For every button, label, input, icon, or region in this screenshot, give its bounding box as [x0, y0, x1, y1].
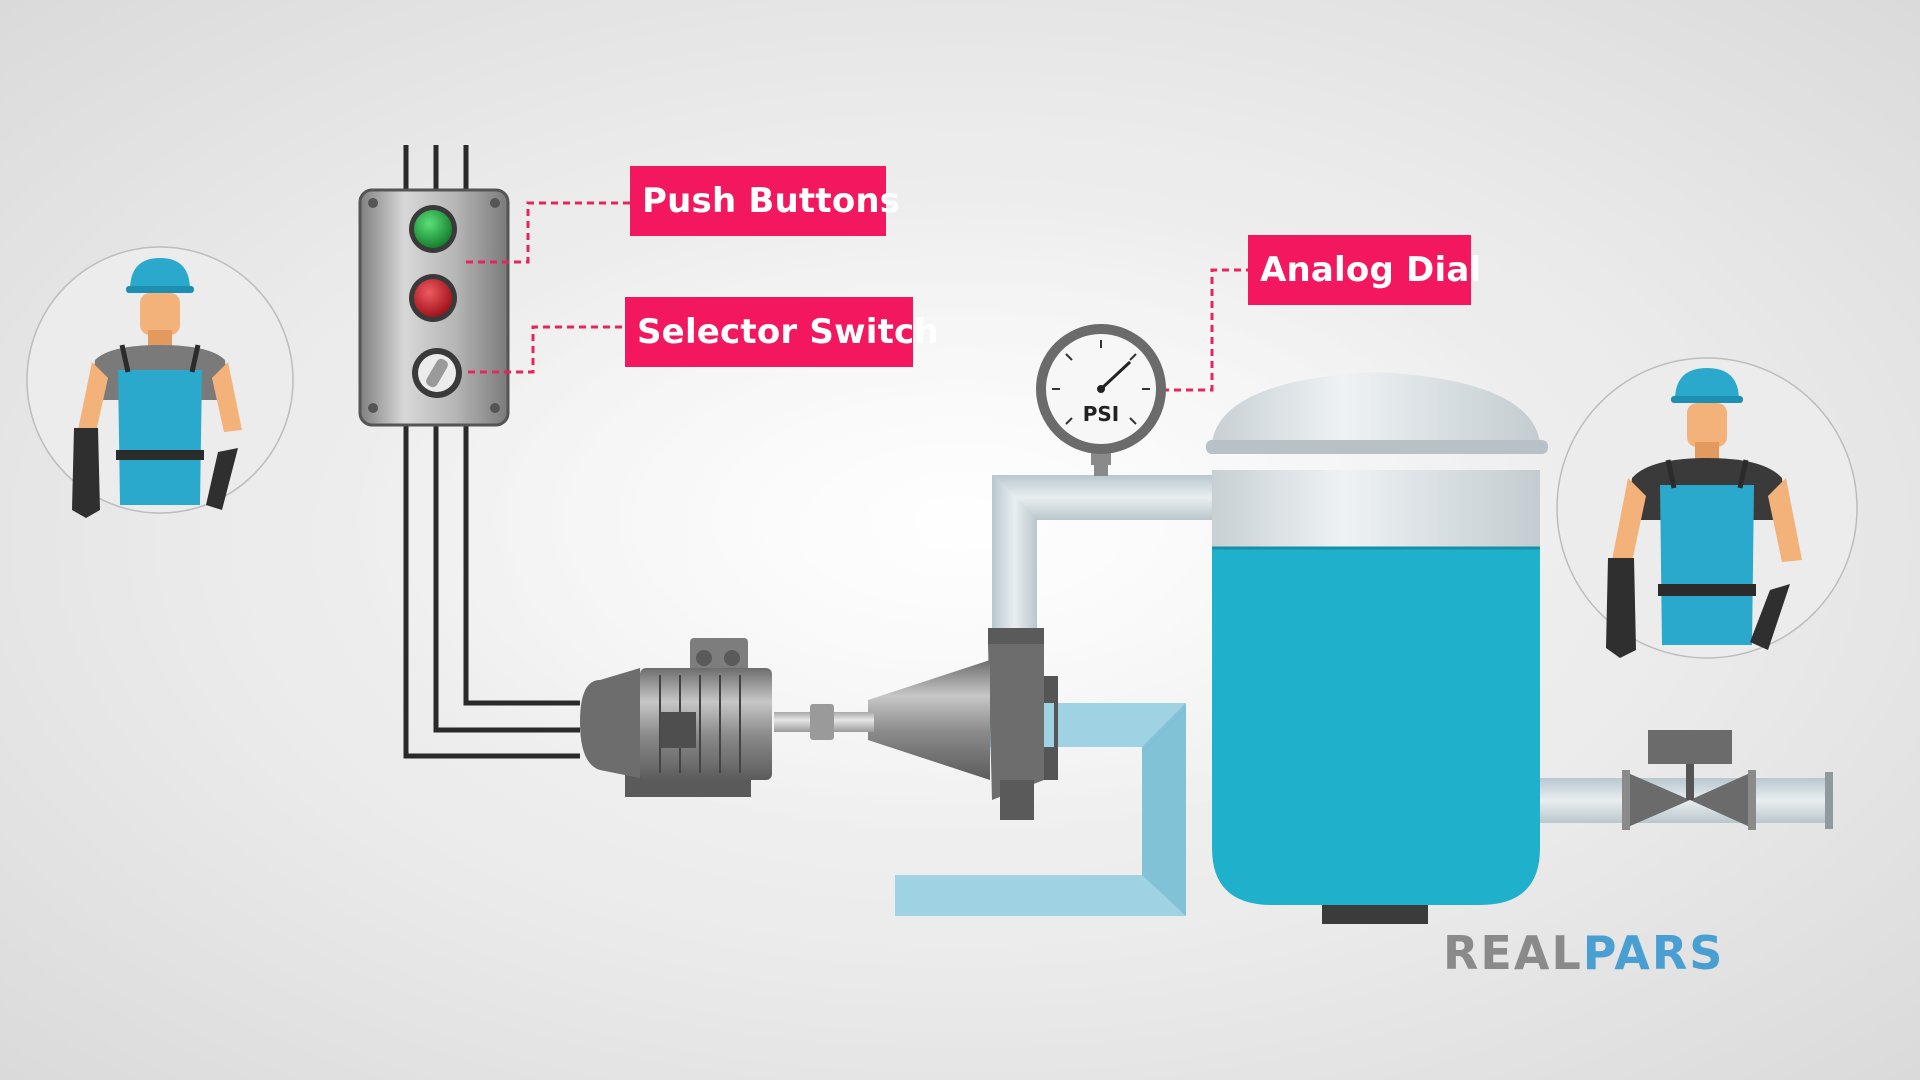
discharge-pipe	[992, 460, 1215, 635]
stop-push-button	[414, 279, 452, 317]
brand-logo: REALPARS	[1443, 926, 1724, 980]
gauge-unit-label: PSI	[1083, 402, 1120, 426]
worker-icon	[1556, 357, 1858, 659]
power-wires	[403, 145, 580, 759]
control-station-icon	[358, 188, 510, 427]
analog-dial-label: Analog Dial	[1248, 235, 1481, 305]
pressure-gauge-icon: PSI	[1036, 324, 1166, 465]
callout-lines	[466, 201, 1248, 392]
brand-logo-part1: REAL	[1443, 926, 1583, 980]
valve-icon	[1622, 730, 1756, 830]
start-push-button	[414, 210, 452, 248]
push-buttons-label: Push Buttons	[630, 166, 900, 236]
electric-motor-icon	[580, 638, 772, 797]
centrifugal-pump-icon	[868, 628, 1058, 820]
storage-tank-icon	[1206, 372, 1548, 924]
brand-logo-part2: PARS	[1582, 926, 1725, 980]
selector-switch-label: Selector Switch	[625, 297, 939, 367]
worker-icon	[26, 246, 294, 518]
shaft-coupling	[774, 704, 874, 740]
selector-switch-knob	[412, 348, 462, 398]
